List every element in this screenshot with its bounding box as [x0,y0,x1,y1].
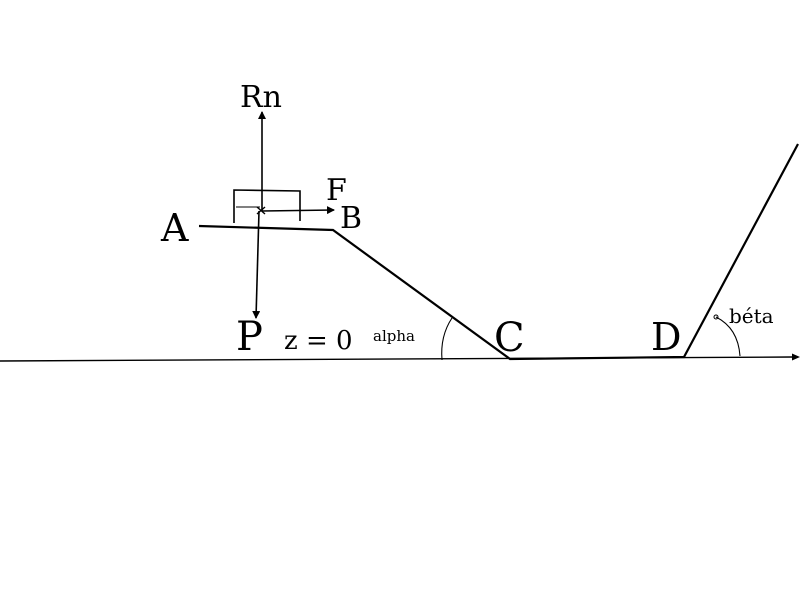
beta-label: béta [729,304,774,328]
alpha-angle-arc [441,317,453,361]
ground-axis-arrowhead [792,353,800,361]
z-zero-label: z = 0 [284,326,353,356]
point-b-label: B [340,201,362,236]
track-path [198,143,799,361]
rn-label: Rn [240,80,282,115]
point-d-label: D [651,315,681,359]
p-label: P [236,314,263,360]
block [233,189,301,223]
alpha-label: alpha [373,327,415,345]
f-vector [261,206,335,215]
beta-angle-arc [715,316,741,357]
beta-arc-tick [713,314,719,320]
point-c-label: C [494,315,525,361]
point-a-label: A [160,206,189,250]
p-vector [252,210,261,319]
f-label: F [326,173,347,208]
